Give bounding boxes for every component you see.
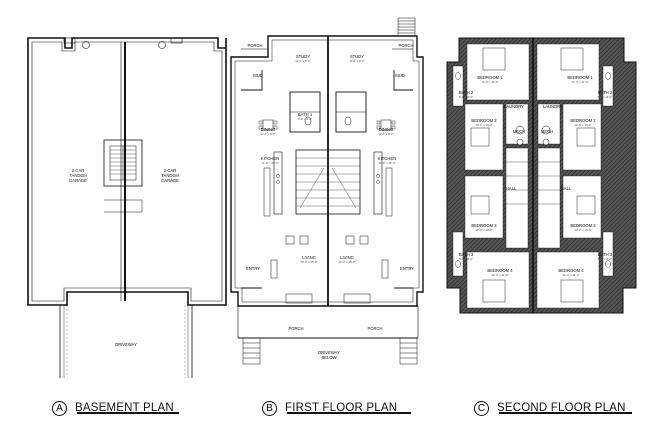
ff-mud-right: MUD (395, 73, 405, 78)
ff-living-dim-right: 16'-0" x 15'-0" (338, 260, 355, 264)
ff-study-dim-left: 11'-0" x 8'-0" (295, 59, 310, 63)
ff-entry-right: ENTRY (400, 266, 414, 271)
ff-bath1: BATH 1 (298, 112, 313, 117)
ff-living-dim-left: 16'-0" x 15'-0" (300, 260, 317, 264)
ff-study-right: STUDY (350, 54, 364, 59)
ff-dining-left: DINING (261, 127, 276, 132)
sf-bedroom3-left: BEDROOM 3 (471, 223, 497, 228)
ff-driveway-below-1: DRIVEWAY (318, 350, 340, 355)
ff-porch-top-left: PORCH (247, 43, 262, 48)
sf-hall-left: HALL (506, 186, 517, 191)
ff-kitchen-left: KITCHEN (261, 156, 279, 161)
title-first-floor-letter: B (262, 400, 277, 416)
first-floor-plan (230, 17, 424, 365)
title-second-floor-letter: C (474, 400, 489, 416)
sf-hall-right: HALL (561, 186, 572, 191)
garage-right-label-2: TANDEM (161, 173, 179, 178)
sf-bath2-left: BATH 2 (459, 90, 474, 95)
sf-bedroom4-left: BEDROOM 4 (487, 268, 513, 273)
title-first-floor-text: FIRST FLOOR PLAN (285, 402, 398, 414)
sf-mech-right: MECH (541, 129, 553, 134)
sf-bedroom2-left: BEDROOM 2 (471, 118, 497, 123)
ff-study-dim-right: 11'-0" x 8'-0" (349, 59, 364, 63)
garage-right-label-1: 2-CAR (164, 168, 177, 173)
basement-plan (27, 37, 227, 378)
ff-study-left: STUDY (296, 54, 310, 59)
title-basement: A BASEMENT PLAN (52, 398, 174, 418)
garage-right-label-3: GARAGE (161, 178, 179, 183)
ff-bath1-dim: 5'-0" x 6'-0" (298, 117, 312, 121)
ff-dining-right: DINING (379, 127, 394, 132)
title-second-floor-text: SECOND FLOOR PLAN (497, 402, 626, 414)
sf-bath2-dim-right: 5'-0" x 8'-0" (598, 95, 612, 99)
title-basement-underline (77, 412, 179, 414)
ff-kitchen-dim-right: 11'-0" x 15'-0" (379, 161, 396, 165)
ff-porch-top-right: PORCH (398, 43, 413, 48)
sf-laundry-left: LAUNDRY (504, 104, 524, 109)
sf-bath3-right: BATH 3 (598, 252, 613, 257)
ff-living-right: LIVING (340, 255, 354, 260)
sf-bedroom1-right: BEDROOM 1 (567, 75, 593, 80)
sf-bath2-dim-left: 5'-0" x 8'-0" (459, 95, 473, 99)
title-first-floor-underline (287, 412, 411, 414)
sf-bedroom1-left: BEDROOM 1 (477, 75, 503, 80)
sf-bedroom4-dim-left: 11'-0" x 11'-0" (492, 273, 509, 277)
title-first-floor: B FIRST FLOOR PLAN (262, 398, 397, 418)
ff-living-left: LIVING (302, 255, 316, 260)
title-second-floor-underline (499, 412, 632, 414)
sf-bath3-dim-left: 5'-0" x 8'-0" (459, 257, 473, 261)
sf-bedroom2-dim-left: 10'-0" x 10'-0" (475, 123, 492, 127)
sf-laundry-right: LAUNDRY (543, 104, 563, 109)
ff-kitchen-dim-left: 11'-0" x 15'-0" (262, 161, 279, 165)
sf-bedroom3-dim-left: 10'-0" x 10'-0" (475, 228, 492, 232)
sf-bedroom2-right: BEDROOM 2 (570, 118, 596, 123)
garage-left-label-1: 2-CAR (72, 168, 85, 173)
ff-porch-bottom-right: PORCH (367, 326, 382, 331)
ff-dining-dim-left: 11'-0" x 8'-0" (260, 132, 275, 136)
basement-labels: 2-CAR TANDEM GARAGE 2-CAR TANDEM GARAGE … (69, 168, 179, 347)
ff-driveway-below-2: BELOW (321, 355, 336, 360)
title-basement-letter: A (52, 400, 67, 416)
sf-bath2-right: BATH 2 (598, 90, 613, 95)
sf-bedroom4-right: BEDROOM 4 (558, 268, 584, 273)
first-floor-labels: PORCH PORCH STUDY 11'-0" x 8'-0" STUDY 1… (246, 43, 414, 360)
ff-kitchen-right: KITCHEN (378, 156, 396, 161)
garage-left-label-2: TANDEM (69, 173, 87, 178)
sf-mech-left: MECH (513, 129, 525, 134)
driveway-label: DRIVEWAY (115, 342, 137, 347)
title-second-floor: C SECOND FLOOR PLAN (474, 398, 626, 418)
sf-bedroom2-dim-right: 10'-0" x 10'-0" (574, 123, 591, 127)
ff-dining-dim-right: 11'-0" x 8'-0" (378, 132, 393, 136)
title-basement-text: BASEMENT PLAN (75, 402, 174, 414)
sf-bedroom3-right: BEDROOM 3 (570, 223, 596, 228)
second-floor-labels: BEDROOM 1 11'-0" x 11'-0" BEDROOM 1 11'-… (459, 75, 613, 277)
sf-bedroom1-dim-right: 11'-0" x 11'-0" (572, 80, 589, 84)
ff-porch-bottom-left: PORCH (288, 326, 303, 331)
ff-entry-left: ENTRY (246, 266, 260, 271)
garage-left-label-3: GARAGE (69, 178, 87, 183)
sf-bedroom3-dim-right: 10'-0" x 10'-0" (574, 228, 591, 232)
second-floor-plan (446, 37, 637, 314)
sf-bath3-dim-right: 5'-0" x 8'-0" (598, 257, 612, 261)
sf-bath3-left: BATH 3 (459, 252, 474, 257)
sf-bedroom4-dim-right: 11'-0" x 11'-0" (563, 273, 580, 277)
ff-mud-left: MUD (253, 73, 263, 78)
sf-bedroom1-dim-left: 11'-0" x 11'-0" (482, 80, 499, 84)
